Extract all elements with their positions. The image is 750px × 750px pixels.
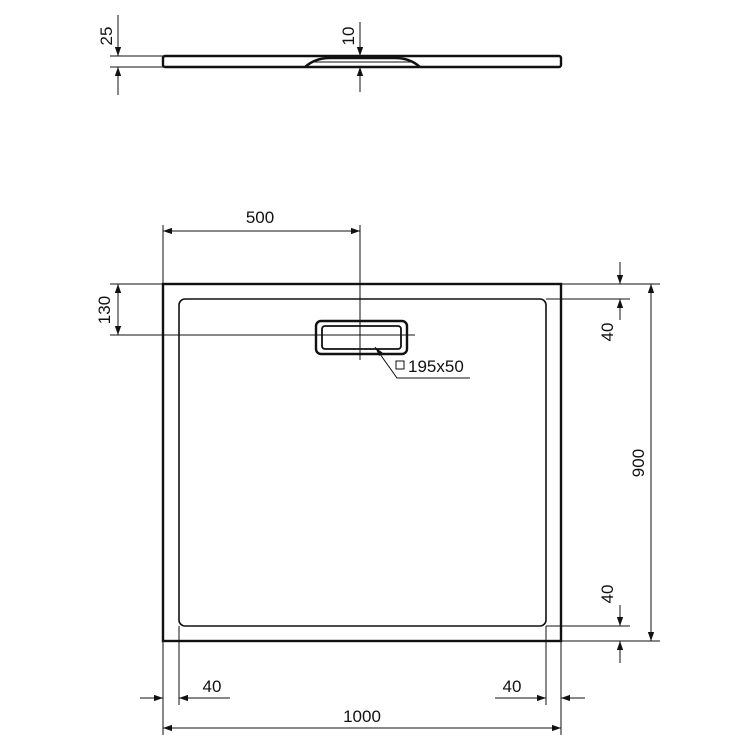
drain-grate [321,325,402,350]
rim-bottom-label: 40 [598,585,617,604]
square-symbol-icon [395,360,405,370]
drain-depth-label: 10 [339,27,358,46]
drain-outer [314,319,409,356]
drain-offset-x-label: 500 [246,208,274,227]
tray-outline [161,282,563,643]
plan-view: 500 130 195x50 900 40 40 40 40 1000 [95,208,660,735]
rim-top-label: 40 [598,323,617,342]
drain-size-leader [374,346,470,379]
profile-view: 25 10 [97,15,563,95]
drain-offset-y-label: 130 [95,296,114,324]
drain-recess-profile [304,56,421,68]
width-label: 1000 [343,707,381,726]
depth-label: 900 [629,449,648,477]
tray-basin [178,298,547,627]
drain-size-label: 195x50 [408,357,464,376]
rim-left-label: 40 [203,677,222,696]
rim-right-label: 40 [503,677,522,696]
height-label: 25 [97,27,116,46]
